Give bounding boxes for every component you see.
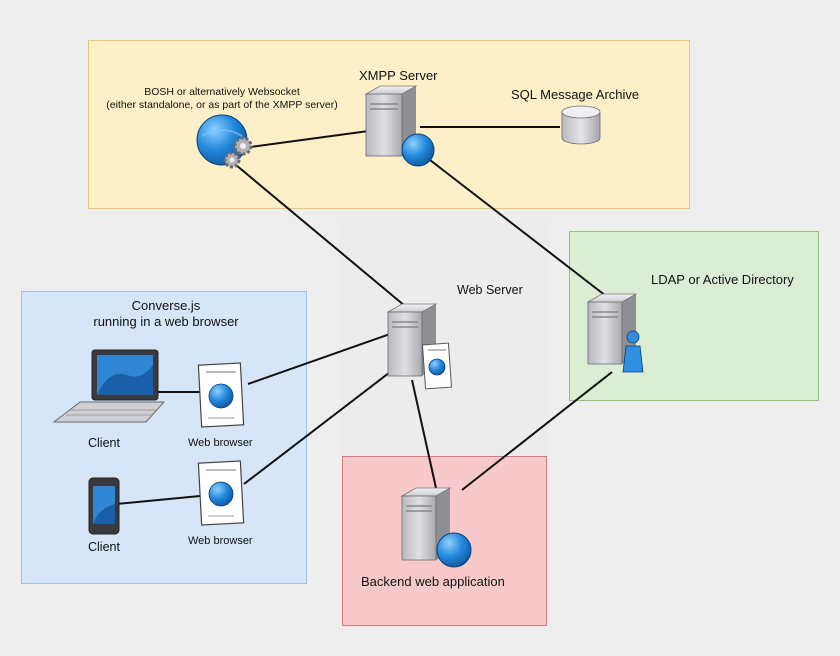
line-phone-browser2: [115, 495, 201, 505]
line-bosh-webserver: [235, 164, 406, 307]
connections: [115, 126, 613, 505]
client-label-2: Client: [88, 540, 120, 554]
webserver-label: Web Server: [457, 283, 523, 297]
server-page-icon: [386, 303, 453, 390]
bosh-label-line2: (either standalone, or as part of the XM…: [106, 99, 338, 111]
server-globe-icon: [364, 85, 435, 167]
database-icon: [561, 105, 601, 145]
line-browser2-webserver: [243, 365, 399, 485]
client-label-1: Client: [88, 436, 120, 450]
line-webserver-backend: [411, 379, 437, 489]
laptop-icon: [52, 349, 166, 423]
converse-label-line1: Converse.js: [131, 298, 201, 313]
server-user-icon: [586, 293, 644, 373]
bosh-label-line1: BOSH or alternatively Websocket: [144, 86, 300, 98]
xmpp-server-label: XMPP Server: [359, 68, 438, 83]
phone-icon: [88, 477, 120, 535]
browser-label-2: Web browser: [188, 535, 253, 547]
ldap-label: LDAP or Active Directory: [651, 272, 794, 287]
line-browser1-webserver: [247, 333, 391, 385]
converse-label-line2: running in a web browser: [93, 314, 239, 329]
line-bosh-xmpp: [227, 129, 377, 151]
backend-label: Backend web application: [361, 574, 505, 589]
browser-page-icon: [197, 460, 245, 526]
browser-label-1: Web browser: [188, 437, 253, 449]
line-xmpp-ldap: [429, 159, 607, 297]
line-backend-ldap: [461, 371, 613, 491]
browser-page-icon: [197, 362, 245, 428]
sql-archive-label: SQL Message Archive: [511, 87, 640, 102]
globe-gears-icon: [196, 114, 253, 169]
client-zone: [21, 291, 307, 584]
server-globe-icon: [400, 487, 472, 568]
